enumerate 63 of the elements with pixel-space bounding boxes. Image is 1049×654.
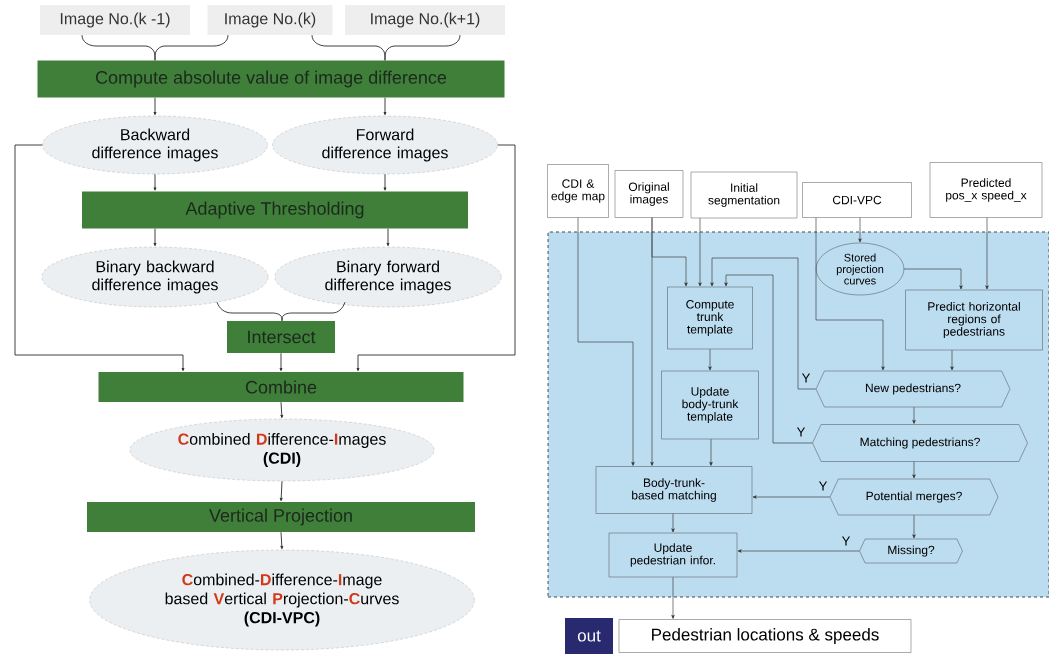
decision-hexagon: Missing? xyxy=(859,538,963,564)
input-box: Predicted pos_x speed_x xyxy=(929,162,1043,218)
arrow xyxy=(153,97,157,116)
arrow xyxy=(153,173,157,191)
arrow xyxy=(710,257,817,390)
arrow xyxy=(737,549,860,553)
decision-hexagon: New pedestrians? xyxy=(815,370,1011,408)
input-box: Original images xyxy=(614,170,684,218)
arrow xyxy=(708,348,712,371)
arrow xyxy=(577,217,635,466)
process-bar: Combine xyxy=(98,372,464,402)
arrow xyxy=(279,352,283,372)
edge-label: Y xyxy=(796,427,806,437)
arrow xyxy=(14,144,185,372)
arrow xyxy=(153,228,157,247)
input-box: Initial segmentation xyxy=(690,171,798,219)
arrow xyxy=(985,217,989,290)
dashed-region xyxy=(547,231,1049,598)
process-box: Body-trunk-based matching xyxy=(595,466,753,514)
arrow xyxy=(912,461,916,479)
output-box: Pedestrian locations & speeds xyxy=(618,619,912,653)
decision-hexagon: Potential merges? xyxy=(829,478,999,516)
process-box: Update pedestrian infor. xyxy=(608,532,738,578)
arrow xyxy=(815,217,885,371)
brace xyxy=(154,34,229,61)
input-box: CDI & edge map xyxy=(547,164,609,218)
brace xyxy=(281,301,346,322)
image-label: Image No.(k -1) xyxy=(40,5,190,35)
edge-label: Y xyxy=(841,536,851,546)
arrow xyxy=(671,513,675,533)
arrow xyxy=(858,217,862,243)
arrow xyxy=(383,173,387,191)
arrow xyxy=(698,217,702,287)
edge-label: Y xyxy=(818,481,828,491)
arrow xyxy=(709,438,713,466)
process-box: Compute trunk template xyxy=(667,286,753,350)
arrow xyxy=(356,144,516,372)
arrow xyxy=(912,406,916,424)
arrow xyxy=(280,401,284,419)
process-box: Update body-trunk template xyxy=(661,370,759,440)
arrow xyxy=(671,576,675,619)
arrow xyxy=(383,97,387,116)
process-bar: Compute absolute value of image difference xyxy=(37,60,505,98)
image-label: Image No.(k+1) xyxy=(345,5,505,35)
arrow xyxy=(752,495,831,499)
arrow xyxy=(903,268,963,290)
process-box: Predict horizontal regions of pedestrians xyxy=(905,289,1043,351)
arrow xyxy=(912,514,916,539)
edge-label: Y xyxy=(801,373,811,383)
arrow xyxy=(724,274,813,444)
arrow xyxy=(386,228,390,247)
out-badge: out xyxy=(565,618,613,654)
brace xyxy=(384,34,461,61)
decision-hexagon: Matching pedestrians? xyxy=(812,424,1028,462)
input-box: CDI-VPC xyxy=(802,182,912,218)
arrow xyxy=(279,480,283,502)
image-label: Image No.(k) xyxy=(207,5,333,35)
process-bar: Adaptive Thresholding xyxy=(82,191,468,229)
arrow xyxy=(651,217,688,287)
process-bar: Vertical Projection xyxy=(87,502,475,532)
arrow xyxy=(950,349,954,371)
arrow xyxy=(280,531,284,550)
process-bar: Intersect xyxy=(227,321,335,353)
